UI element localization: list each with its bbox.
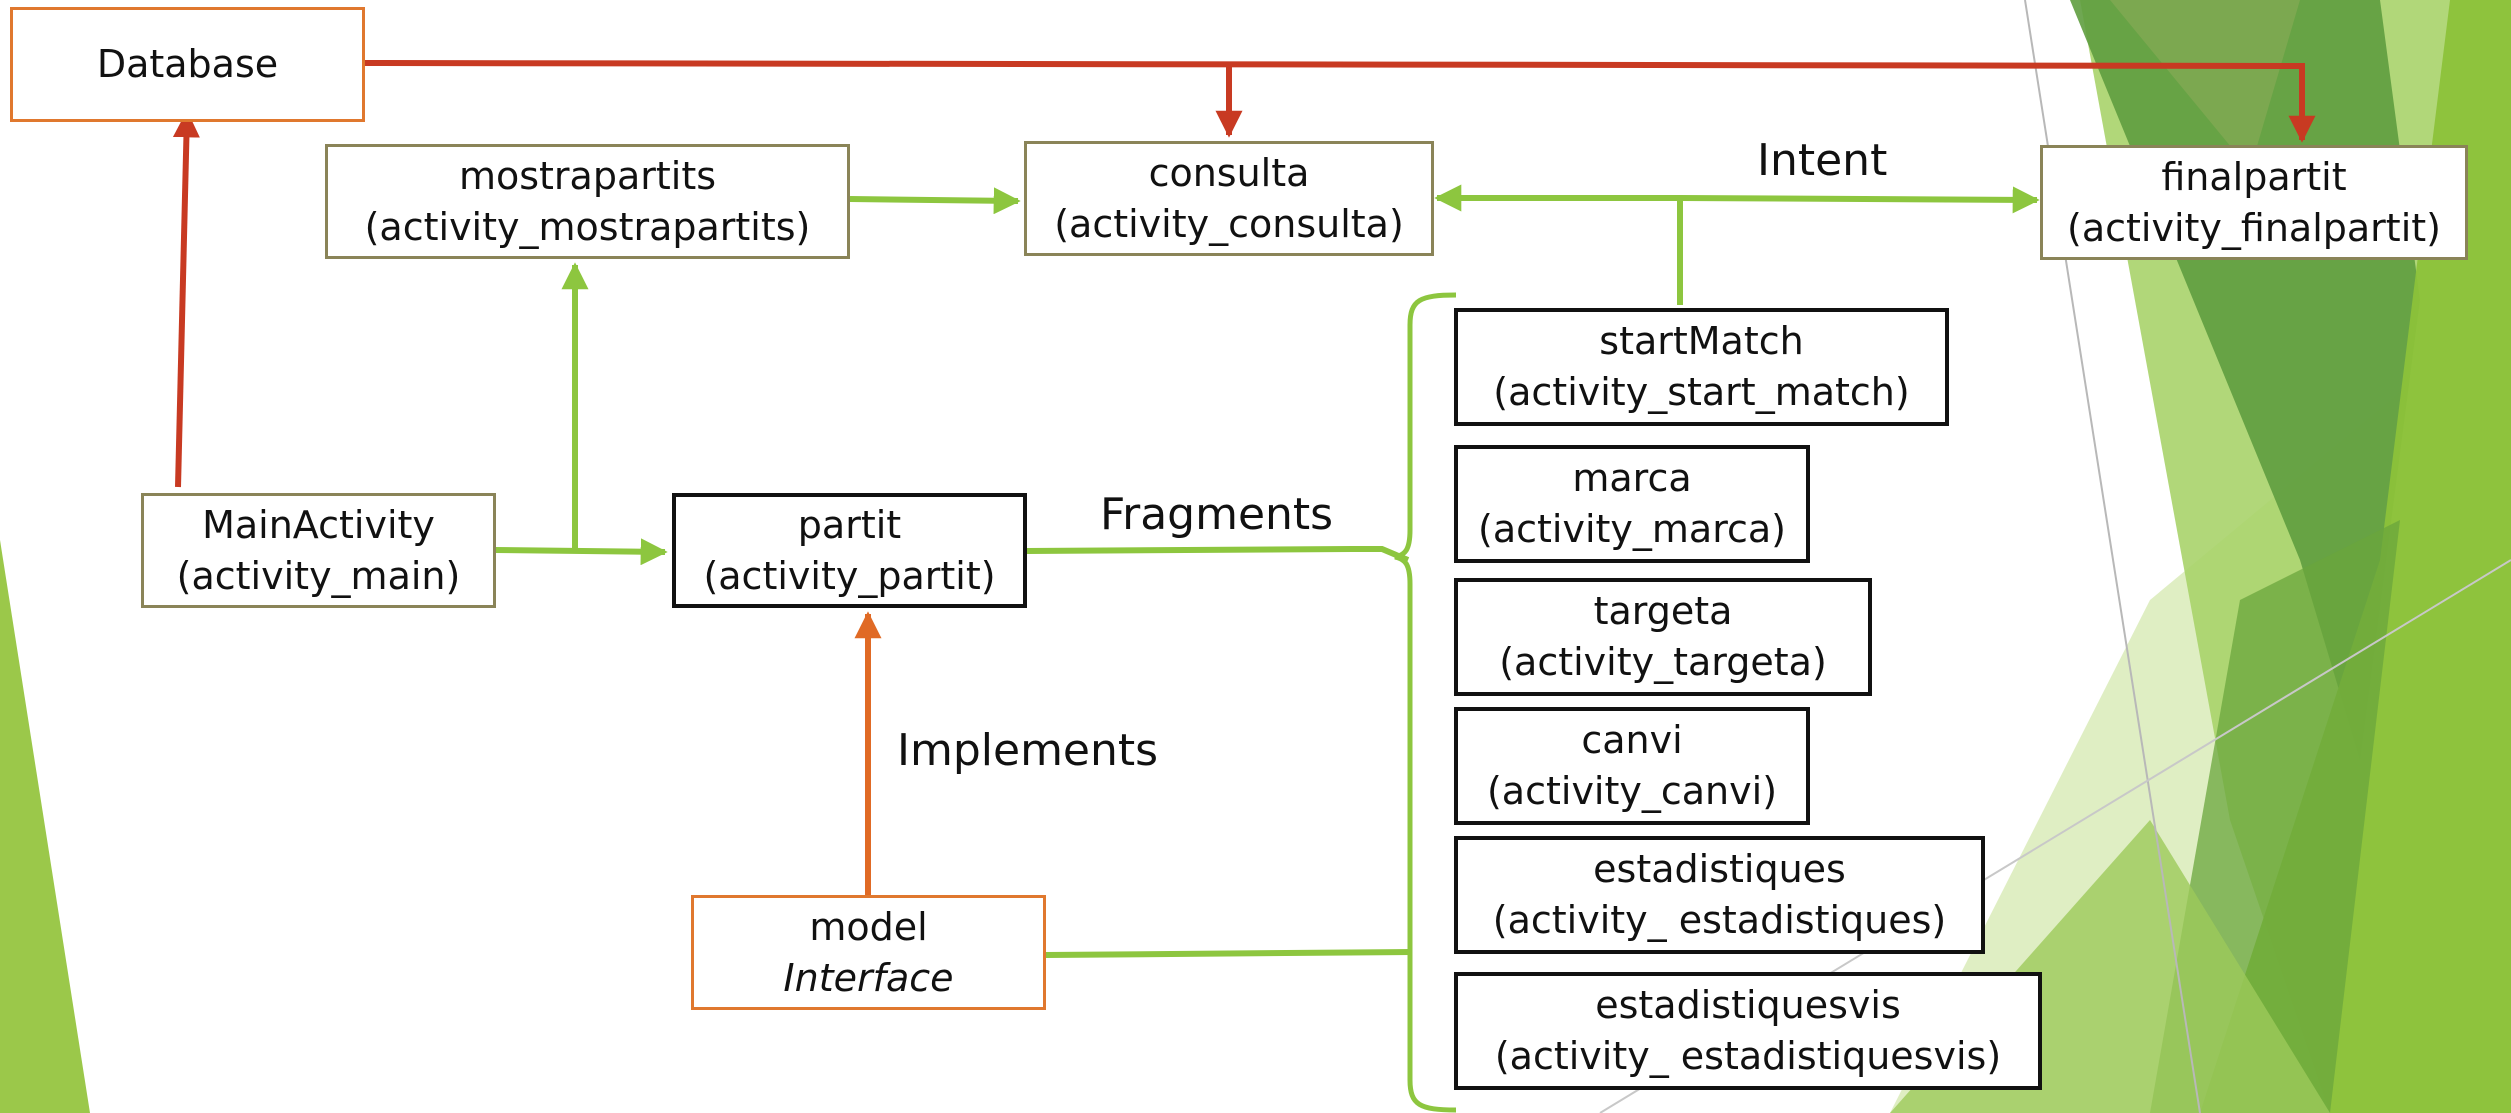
marca-node: marca (activity_marca) xyxy=(1454,445,1810,563)
finalpartit-title: finalpartit xyxy=(2161,154,2347,199)
partit-title: partit xyxy=(797,502,902,547)
intent-label: Intent xyxy=(1757,135,1888,186)
consulta-node: consulta (activity_consulta) xyxy=(1024,141,1434,256)
mostrapartits-title: mostrapartits xyxy=(458,153,717,198)
partit-layout: (activity_partit) xyxy=(703,553,996,598)
main-to-partit-arrow xyxy=(494,538,668,566)
estadistiquesvis-node: estadistiquesvis (activity_ estadistique… xyxy=(1454,972,2042,1090)
finalpartit-layout: (activity_finalpartit) xyxy=(2067,205,2441,250)
intent-to-finalpartit-arrow xyxy=(1679,186,2040,214)
model-interface-node: model Interface xyxy=(691,895,1046,1010)
model-title: model xyxy=(809,904,928,949)
mostrapartits-layout: (activity_mostrapartits) xyxy=(364,204,811,249)
fragments-brace xyxy=(1394,292,1457,1113)
mainactivity-node: MainActivity (activity_main) xyxy=(141,493,496,608)
estadistiques-layout: (activity_ estadistiques) xyxy=(1492,898,1947,942)
estadistiquesvis-title: estadistiquesvis xyxy=(1595,983,1901,1027)
mostrapartits-node: mostrapartits (activity_mostrapartits) xyxy=(325,144,850,259)
right-facet-mid xyxy=(2110,0,2300,170)
consulta-layout: (activity_consulta) xyxy=(1054,201,1404,246)
canvi-node: canvi (activity_canvi) xyxy=(1454,707,1810,825)
finalpartit-node: finalpartit (activity_finalpartit) xyxy=(2040,145,2468,260)
partit-node: partit (activity_partit) xyxy=(672,493,1027,608)
implements-label: Implements xyxy=(897,725,1159,776)
main-to-database-arrow xyxy=(172,110,200,488)
model-kind: Interface xyxy=(783,955,954,1000)
estadistiques-node: estadistiques (activity_ estadistiques) xyxy=(1454,836,1985,954)
mainactivity-title: MainActivity xyxy=(202,502,435,547)
targeta-node: targeta (activity_targeta) xyxy=(1454,578,1872,696)
startmatch-title: startMatch xyxy=(1599,319,1804,363)
right-facet-bright xyxy=(2200,0,2511,1113)
startmatch-layout: (activity_start_match) xyxy=(1493,370,1910,414)
consulta-title: consulta xyxy=(1148,150,1310,195)
database-node: Database xyxy=(10,7,365,122)
estadistiquesvis-layout: (activity_ estadistiquesvis) xyxy=(1494,1034,2002,1078)
startmatch-node: startMatch (activity_start_match) xyxy=(1454,308,1949,426)
targeta-title: targeta xyxy=(1593,589,1733,633)
marca-layout: (activity_marca) xyxy=(1478,507,1786,551)
model-to-fragments-line xyxy=(1045,949,1413,958)
db-to-finalpartit-arrow xyxy=(364,60,2316,143)
left-green-facet xyxy=(0,540,90,1113)
mostrapartits-to-consulta-arrow xyxy=(849,187,1021,215)
partit-to-fragments-line xyxy=(1026,546,1410,563)
targeta-layout: (activity_targeta) xyxy=(1499,640,1827,684)
estadistiques-title: estadistiques xyxy=(1593,847,1846,891)
canvi-title: canvi xyxy=(1581,718,1683,762)
mainactivity-layout: (activity_main) xyxy=(176,553,461,598)
marca-title: marca xyxy=(1572,456,1692,500)
canvi-layout: (activity_canvi) xyxy=(1486,769,1778,813)
database-title: Database xyxy=(96,42,279,86)
fragments-label: Fragments xyxy=(1100,489,1334,540)
